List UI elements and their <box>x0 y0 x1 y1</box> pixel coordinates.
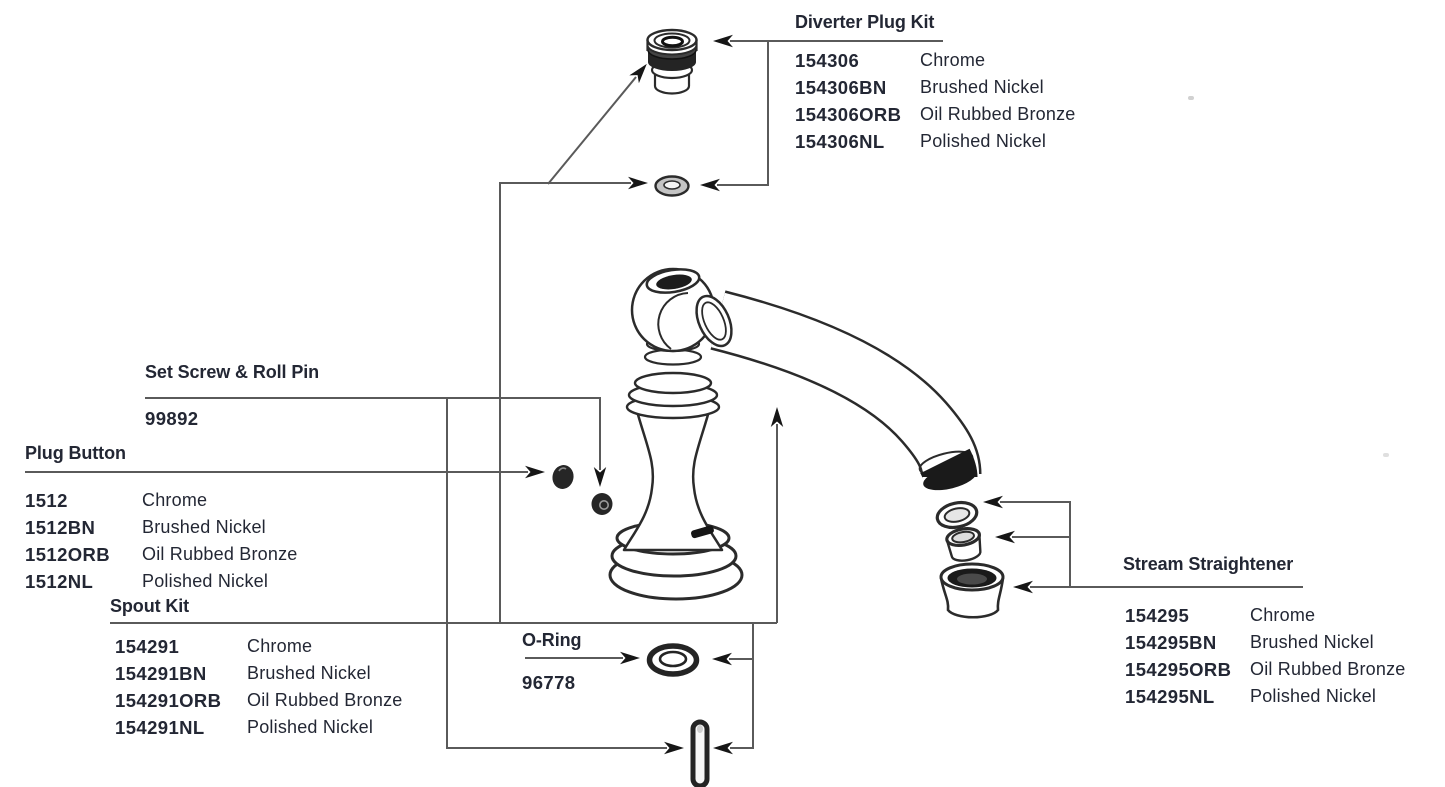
roll-pin-left-leader <box>446 398 684 755</box>
part-number: 154306 <box>795 50 860 71</box>
part-row: 1512BN Brushed Nickel <box>25 514 298 541</box>
diverter-plug-kit-table: 154306 Chrome 154306BN Brushed Nickel 15… <box>795 47 1076 155</box>
set-screw-leader <box>145 397 607 487</box>
part-finish: Oil Rubbed Bronze <box>1250 659 1406 679</box>
part-row: 154291NL Polished Nickel <box>115 714 403 741</box>
part-finish: Oil Rubbed Bronze <box>142 544 298 564</box>
part-row: 1512 Chrome <box>25 487 298 514</box>
stream-straightener-title: Stream Straightener <box>1123 554 1294 574</box>
part-finish: Polished Nickel <box>920 131 1047 151</box>
spout-kit-title: Spout Kit <box>110 596 190 616</box>
brand-mark <box>691 525 714 539</box>
part-row: 154306ORB Oil Rubbed Bronze <box>795 101 1076 128</box>
diverter-gasket-part <box>654 175 690 197</box>
roll-pin-part <box>690 719 710 787</box>
stream-top-leader <box>983 495 1071 587</box>
part-finish: Chrome <box>142 490 208 510</box>
stream-straightener-washer <box>935 500 979 530</box>
part-row: 154295NL Polished Nickel <box>1125 683 1406 710</box>
part-finish: Polished Nickel <box>247 717 374 737</box>
scan-artifact <box>1188 96 1194 100</box>
part-row: 154295 Chrome <box>1125 602 1406 629</box>
diverter-plug-kit-title: Diverter Plug Kit <box>795 12 935 32</box>
part-number: 154291ORB <box>115 690 222 711</box>
part-number: 1512 <box>25 490 68 511</box>
part-row: 1512NL Polished Nickel <box>25 568 298 595</box>
part-number: 1512BN <box>25 517 96 538</box>
part-number: 154295ORB <box>1125 659 1232 680</box>
stream-straightener-housing <box>939 562 1005 619</box>
part-finish: Polished Nickel <box>142 571 269 591</box>
part-row: 154306 Chrome <box>795 47 1076 74</box>
part-finish: Oil Rubbed Bronze <box>247 690 403 710</box>
part-finish: Brushed Nickel <box>247 663 371 683</box>
spout-kit-table: 154291 Chrome 154291BN Brushed Nickel 15… <box>115 633 403 741</box>
part-number: 96778 <box>522 672 576 693</box>
part-row: 154291 Chrome <box>115 633 403 660</box>
leader-lines <box>25 34 1303 755</box>
scan-artifact <box>1383 453 1389 457</box>
part-row: 154306BN Brushed Nickel <box>795 74 1076 101</box>
part-finish: Chrome <box>1250 605 1316 625</box>
o-ring-part <box>646 643 700 677</box>
part-row: 154306NL Polished Nickel <box>795 128 1076 155</box>
part-number: 154306BN <box>795 77 887 98</box>
set-screw-kit-title: Set Screw & Roll Pin <box>145 362 320 382</box>
part-row: 154295ORB Oil Rubbed Bronze <box>1125 656 1406 683</box>
part-number: 154291BN <box>115 663 207 684</box>
plug-button-part <box>552 465 574 489</box>
diverter-gasket-leader <box>700 41 769 192</box>
part-finish: Brushed Nickel <box>1250 632 1374 652</box>
stream-straightener-table: 154295 Chrome 154295BN Brushed Nickel 15… <box>1125 602 1406 710</box>
gasket-left-leader <box>499 176 648 623</box>
part-number: 1512NL <box>25 571 94 592</box>
part-row: 154291ORB Oil Rubbed Bronze <box>115 687 403 714</box>
part-finish: Chrome <box>247 636 313 656</box>
part-number: 154291 <box>115 636 180 657</box>
part-row: 154295BN Brushed Nickel <box>1125 629 1406 656</box>
part-number: 154306NL <box>795 131 885 152</box>
roll-pin-right-leader <box>713 623 754 755</box>
plug-button-kit-table: 1512 Chrome 1512BN Brushed Nickel 1512OR… <box>25 487 298 595</box>
part-row: 1512ORB Oil Rubbed Bronze <box>25 541 298 568</box>
part-row: 154291BN Brushed Nickel <box>115 660 403 687</box>
part-finish: Brushed Nickel <box>920 77 1044 97</box>
part-number: 154295 <box>1125 605 1190 626</box>
part-number: 154306ORB <box>795 104 902 125</box>
part-finish: Polished Nickel <box>1250 686 1377 706</box>
diverter-diagonal-leader <box>547 63 647 185</box>
spout-tip-band <box>923 465 977 491</box>
part-number: 99892 <box>145 408 199 429</box>
part-finish: Chrome <box>920 50 986 70</box>
diverter-plug-part <box>646 28 698 95</box>
part-number: 154291NL <box>115 717 205 738</box>
part-number: 1512ORB <box>25 544 111 565</box>
part-number: 154295NL <box>1125 686 1215 707</box>
plug-button-kit-title: Plug Button <box>25 443 126 463</box>
part-number: 154295BN <box>1125 632 1217 653</box>
part-finish: Oil Rubbed Bronze <box>920 104 1076 124</box>
ball-port-hole <box>656 274 692 290</box>
spout-assembly <box>608 267 982 601</box>
o-ring-title: O-Ring <box>522 630 582 650</box>
stream-straightener-insert <box>945 527 982 562</box>
part-finish: Brushed Nickel <box>142 517 266 537</box>
set-screw-part <box>591 493 613 515</box>
